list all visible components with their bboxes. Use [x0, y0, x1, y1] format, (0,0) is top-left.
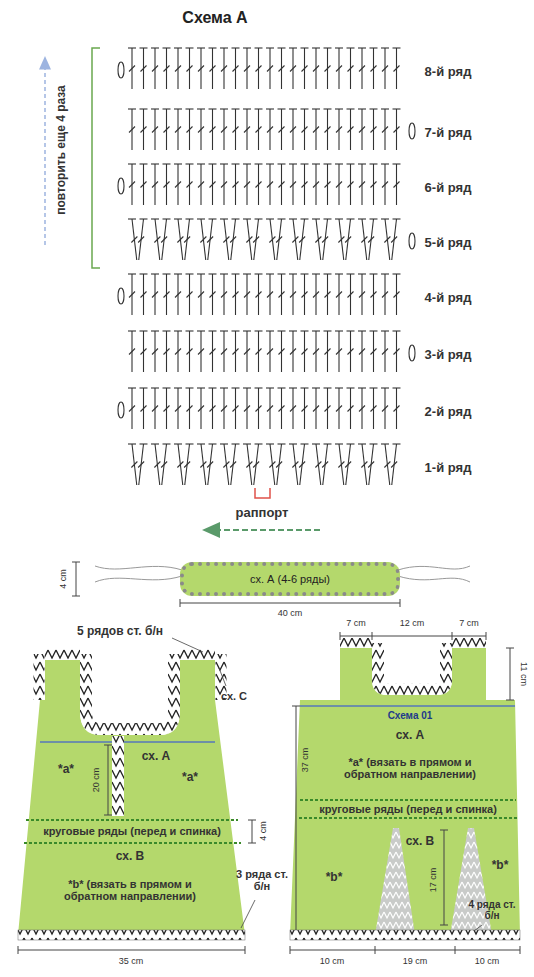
scheme-ref: сх. В [116, 850, 145, 863]
dimension: 17 cm [429, 868, 439, 893]
dimension: 7 cm [459, 619, 479, 629]
part-mark: *b* [326, 871, 343, 884]
repeat-label: раппорт [236, 506, 289, 520]
note: круговые ряды (перед и спинка) [43, 825, 221, 837]
row-label: 5-й ряд [425, 236, 472, 250]
dimension: 4 cm [259, 821, 269, 841]
row-label: 7-й ряд [425, 126, 472, 140]
scheme-ref: сх. В [406, 835, 435, 848]
note: круговые ряды (перед и спинка) [319, 803, 497, 815]
dimension: 11 cm [518, 662, 528, 686]
dimension: 20 cm [92, 768, 102, 793]
callout: 4 ряда ст. б/н [466, 899, 518, 921]
dimension: 37 cm [301, 748, 311, 773]
row-label: 4-й ряд [425, 291, 472, 305]
dimension: 35 cm [119, 957, 144, 967]
scheme-ref: сх. А [396, 729, 425, 742]
row-label: 3-й ряд [425, 348, 472, 362]
scheme-ref: сх. А (4-6 ряды) [250, 573, 330, 585]
dimension: 10 cm [475, 957, 500, 967]
row-label: 2-й ряд [425, 405, 472, 419]
dimension: 7 cm [346, 619, 366, 629]
dimension: 40 cm [278, 609, 303, 619]
note: *b* (вязать в прямом и обратном направле… [45, 878, 215, 902]
note: *a* (вязать в прямом и обратном направле… [325, 756, 495, 780]
row-label: 8-й ряд [425, 65, 472, 79]
dimension: 12 cm [400, 619, 425, 629]
scheme-ref: сх. А [142, 750, 171, 763]
dimension: 10 cm [320, 957, 345, 967]
row-label: 6-й ряд [425, 181, 472, 195]
dimension: 19 cm [403, 957, 428, 967]
chart-title: Схема А [182, 9, 247, 27]
dimension: 4 cm [59, 569, 69, 589]
scheme-ref: Схема 01 [388, 710, 433, 721]
repeat-note: повторить еще 4 раза [55, 85, 68, 215]
callout: сх. С [221, 690, 247, 702]
belt-strip: сх. А (4-6 ряды) [180, 562, 400, 596]
part-mark: *a* [58, 763, 74, 776]
row-label: 1-й ряд [425, 461, 472, 475]
part-mark: *b* [492, 859, 509, 872]
callout: 5 рядов ст. б/н [77, 625, 163, 638]
callout: 3 ряда ст. б/н [236, 868, 288, 892]
part-mark: *a* [182, 771, 198, 784]
